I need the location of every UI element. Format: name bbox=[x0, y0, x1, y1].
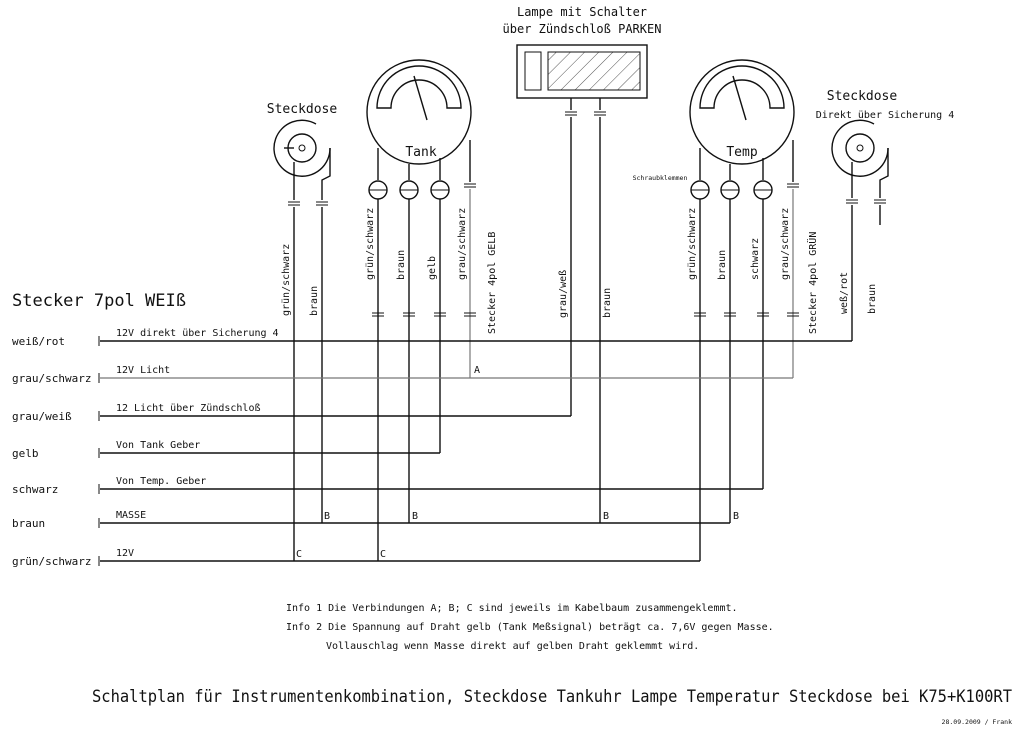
vertical-wires bbox=[293, 117, 881, 561]
lamp-with-switch: Lampe mit Schalter über Zündschloß PARKE… bbox=[503, 5, 662, 116]
plug-marks bbox=[372, 312, 799, 317]
connector-title: Stecker 7pol WEIß bbox=[12, 291, 186, 311]
gauge-tank-body bbox=[366, 59, 472, 165]
wire-label-tank-2: braun bbox=[396, 250, 407, 280]
info-line-2: Info 2 Die Spannung auf Draht gelb (Tank… bbox=[286, 622, 774, 633]
wire-label-tank-plug: Stecker 4pol GELB bbox=[487, 232, 498, 334]
info-line-3: Vollauschlag wenn Masse direkt auf gelbe… bbox=[326, 641, 699, 652]
gauge-temp-label: Temp bbox=[726, 145, 757, 160]
pin-7-desc: 12V bbox=[116, 548, 134, 559]
wire-label-socket-left-2: braun bbox=[309, 286, 320, 316]
wire-label-temp-3: schwarz bbox=[750, 238, 761, 280]
socket-left: Steckdose bbox=[267, 102, 338, 206]
schraubklemme-label: Schraubklemmen bbox=[633, 174, 688, 182]
junction-c-1: C bbox=[296, 549, 302, 560]
wire-label-temp-plug: Stecker 4pol GRÜN bbox=[806, 232, 819, 334]
wire-labels: grün/schwarz braun grün/schwarz braun ge… bbox=[281, 208, 878, 334]
junction-labels: A B B B B C C bbox=[296, 365, 739, 560]
wire-label-socket-left-1: grün/schwarz bbox=[281, 244, 292, 316]
pin-2-color: grau/schwarz bbox=[12, 372, 91, 385]
pin-6-color: braun bbox=[12, 517, 45, 530]
wire-label-tank-4: grau/schwarz bbox=[457, 208, 468, 280]
pin-4-desc: Von Tank Geber bbox=[116, 440, 200, 451]
wire-label-lamp-1: grau/weß bbox=[558, 270, 569, 318]
wire-label-temp-1: grün/schwarz bbox=[687, 208, 698, 280]
wire-label-temp-4: grau/schwarz bbox=[780, 208, 791, 280]
pin-2-desc: 12V Licht bbox=[116, 365, 170, 376]
pin-4-color: gelb bbox=[12, 447, 39, 460]
junction-b-1: B bbox=[324, 511, 330, 522]
socket-right-label: Steckdose bbox=[827, 89, 898, 104]
pin-3-desc: 12 Licht über Zündschloß bbox=[116, 403, 261, 414]
diagram-title: Schaltplan für Instrumentenkombination, … bbox=[92, 687, 1012, 707]
lamp-glass bbox=[547, 51, 641, 91]
info-line-1: Info 1 Die Verbindungen A; B; C sind jew… bbox=[286, 603, 738, 614]
pin-6-desc: MASSE bbox=[116, 510, 146, 521]
gauge-temp-body bbox=[689, 59, 795, 165]
lamp-housing bbox=[516, 44, 648, 99]
connector-pin-descriptions: 12V direkt über Sicherung 4 12V Licht 12… bbox=[116, 328, 279, 559]
gauge-tank: Tank bbox=[366, 59, 476, 200]
info-notes: Info 1 Die Verbindungen A; B; C sind jew… bbox=[286, 603, 774, 652]
socket-right-body bbox=[831, 119, 889, 177]
gauge-temp: Temp Schraubklemmen bbox=[633, 59, 799, 200]
pin-5-desc: Von Temp. Geber bbox=[116, 476, 206, 487]
connector-lines bbox=[98, 336, 852, 566]
lamp-title: Lampe mit Schalter bbox=[517, 5, 647, 19]
pin-1-desc: 12V direkt über Sicherung 4 bbox=[116, 328, 279, 339]
wire-label-tank-3: gelb bbox=[427, 256, 438, 280]
socket-right-sublabel: Direkt über Sicherung 4 bbox=[816, 110, 954, 121]
pin-7-color: grün/schwarz bbox=[12, 555, 91, 568]
junction-b-2: B bbox=[412, 511, 418, 522]
lamp-subtitle: über Zündschloß PARKEN bbox=[503, 22, 662, 36]
wire-label-lamp-2: braun bbox=[602, 288, 613, 318]
junction-b-4: B bbox=[733, 511, 739, 522]
pin-3-color: grau/weiß bbox=[12, 410, 72, 423]
junction-c-2: C bbox=[380, 549, 386, 560]
wire-label-tank-1: grün/schwarz bbox=[365, 208, 376, 280]
wire-label-socket-right-2: braun bbox=[867, 284, 878, 314]
socket-right: Steckdose Direkt über Sicherung 4 bbox=[816, 89, 954, 204]
junction-a: A bbox=[474, 365, 480, 376]
wire-label-temp-2: braun bbox=[717, 250, 728, 280]
connector-pin-colors: weiß/rot grau/schwarz grau/weiß gelb sch… bbox=[12, 335, 91, 568]
diagram-date: 28.09.2009 / Frank bbox=[942, 718, 1013, 726]
pin-5-color: schwarz bbox=[12, 483, 58, 496]
wire-label-socket-right-1: weß/rot bbox=[839, 272, 850, 314]
lamp-switch bbox=[524, 51, 542, 91]
socket-left-body bbox=[273, 119, 331, 177]
gauge-tank-label: Tank bbox=[405, 145, 436, 160]
pin-1-color: weiß/rot bbox=[12, 335, 65, 348]
socket-left-label: Steckdose bbox=[267, 102, 338, 117]
junction-b-3: B bbox=[603, 511, 609, 522]
